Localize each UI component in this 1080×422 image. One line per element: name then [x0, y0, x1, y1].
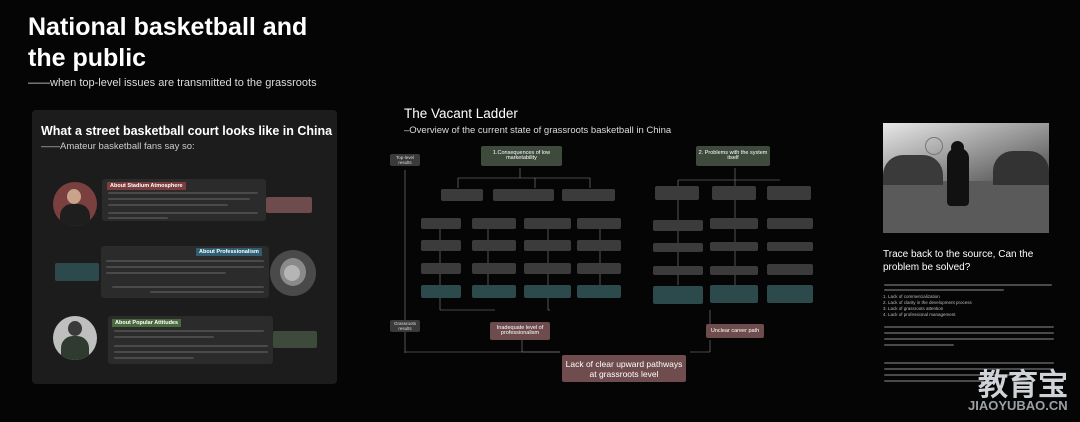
page-subtitle: ——when top-level issues are transmitted …: [28, 77, 317, 89]
watermark-logo: 教育宝: [978, 369, 1068, 402]
diagram-subtitle: –Overview of the current state of grassr…: [404, 125, 672, 136]
page-title: National basketball and the public: [28, 13, 308, 72]
diagram-node: [524, 218, 571, 229]
diagram-node: [472, 240, 516, 251]
diagram-node: [767, 285, 813, 303]
diagram-node: [472, 285, 516, 298]
diagram-node: [710, 266, 758, 275]
diagram-node: [655, 186, 699, 200]
diagram-node: [767, 264, 813, 275]
diagram-node: [653, 220, 703, 231]
result-lack-of-pathways: Lack of clear upward pathways at grassro…: [562, 355, 686, 382]
diagram-node: [767, 186, 811, 200]
result-unclear-career-path: Unclear career path: [706, 324, 764, 338]
result-inadequate-professionalism: Inadequate level of professionalism: [490, 322, 550, 340]
diagram-node: [524, 240, 571, 251]
diagram-node: [472, 263, 516, 274]
diagram-title: The Vacant Ladder: [404, 106, 518, 121]
list-item-1: 1. Lack of commercialization: [883, 294, 940, 299]
tag-professionalism: About Professionalism: [196, 248, 262, 256]
diagram-node: [577, 218, 621, 229]
panel-subtitle: ——Amateur basketball fans say so:: [41, 141, 195, 152]
diagram-node: [421, 240, 461, 251]
diagram-node: [710, 242, 758, 251]
panel-title: What a street basketball court looks lik…: [41, 124, 333, 138]
diagram-node: [524, 263, 571, 274]
side-note-stadium: [266, 197, 312, 213]
diagram-node: [421, 218, 461, 229]
tag-stadium: About Stadium Atmosphere: [107, 182, 186, 190]
diagram-node: [577, 263, 621, 274]
diagram-node: [653, 243, 703, 252]
watermark-url: JIAOYUBAO.CN: [968, 398, 1068, 413]
fan-photo-3: [53, 316, 97, 360]
right-title: Trace back to the source, Can the proble…: [883, 249, 1034, 273]
diagram-node: [767, 218, 813, 229]
diagram-node: [562, 189, 615, 201]
header-system-problems: 2. Problems with the system itself: [696, 146, 770, 166]
list-item-2: 2. Lack of clarity in the development pr…: [883, 300, 972, 305]
label-top-level: Top-level results: [390, 154, 420, 166]
diagram-node: [710, 218, 758, 229]
diagram-node: [472, 218, 516, 229]
street-court-photo: [883, 123, 1049, 233]
diagram-node: [653, 286, 703, 304]
fan-photo-2: [270, 250, 316, 296]
list-item-4: 4. Lack of professional management: [883, 312, 956, 317]
fan-photo-1: [53, 182, 97, 226]
diagram-node: [710, 285, 758, 303]
header-low-marketability: 1.Consequences of low marketability: [481, 146, 562, 166]
diagram-node: [421, 285, 461, 298]
side-note-attitudes: [273, 331, 317, 348]
tag-attitudes: About Popular Attitudes: [112, 319, 182, 327]
diagram-node: [577, 285, 621, 298]
diagram-node: [421, 263, 461, 274]
diagram-node: [577, 240, 621, 251]
diagram-node: [653, 266, 703, 275]
diagram-node: [493, 189, 554, 201]
list-item-3: 3. Lack of grassroots attention: [883, 306, 944, 311]
side-note-professionalism: [55, 263, 99, 281]
diagram-node: [767, 242, 813, 251]
diagram-node: [441, 189, 483, 201]
label-grassroots: Grassroots results: [390, 320, 420, 332]
diagram-node: [712, 186, 756, 200]
diagram-node: [524, 285, 571, 298]
